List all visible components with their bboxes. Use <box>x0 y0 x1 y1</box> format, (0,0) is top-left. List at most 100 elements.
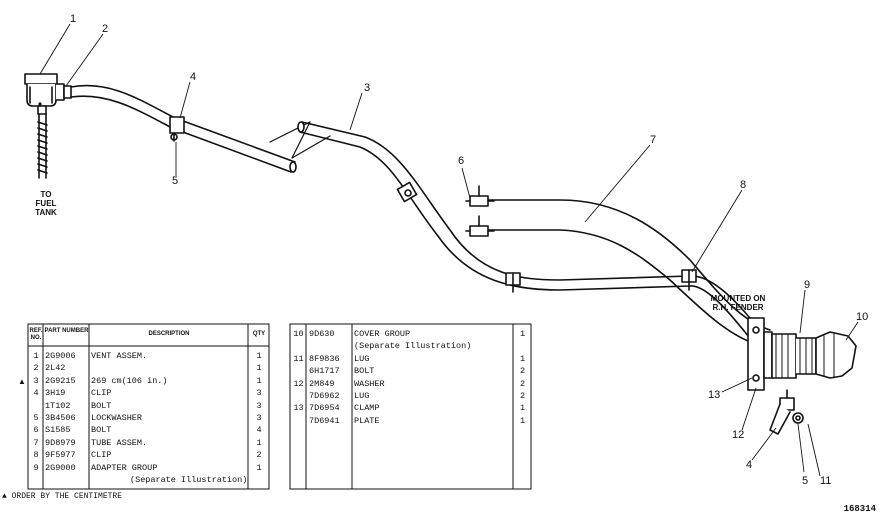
lug-assembly <box>769 389 804 435</box>
callout-10: 10 <box>856 311 869 323</box>
clip-8-right <box>681 269 697 291</box>
row-part-number: 8F9836 <box>309 353 340 364</box>
order-note: ▲ ORDER BY THE CENTIMETRE <box>2 492 123 501</box>
table-header-qty: QTY <box>252 331 266 337</box>
row-description: CLIP <box>91 388 112 399</box>
row-description: COVER GROUP <box>354 329 411 339</box>
row-part-number: 2L42 <box>45 363 66 374</box>
adapter-group <box>747 317 817 391</box>
row-description: BOLT <box>354 366 375 377</box>
row-description: BOLT <box>91 400 112 411</box>
row-part-number: 3H19 <box>45 388 66 399</box>
callout-12: 12 <box>732 429 745 441</box>
row-qty: 1 <box>256 462 262 473</box>
note-mounted-on-fender: MOUNTED ON R.H. FENDER <box>710 294 766 313</box>
row-mark: ▲ <box>18 376 26 386</box>
callout-1: 1 <box>70 13 77 25</box>
cover-group <box>815 331 857 379</box>
row-ref: 6 <box>33 425 39 436</box>
callout-8: 8 <box>740 179 747 191</box>
row-qty: 1 <box>519 329 526 339</box>
row-description: VENT ASSEM. <box>91 351 148 361</box>
row-part-number: 7D6962 <box>309 391 340 401</box>
row-qty: 2 <box>256 450 262 461</box>
row-ref: 13 <box>293 403 304 414</box>
break-mark <box>269 121 331 159</box>
table-header-description: DESCRIPTION <box>148 331 190 337</box>
callout-3: 3 <box>364 82 371 94</box>
callout-6: 6 <box>458 155 465 167</box>
row-ref: 11 <box>293 353 304 364</box>
elbow-fitting <box>55 83 72 101</box>
row-qty: 1 <box>256 375 262 386</box>
row-qty: 3 <box>256 413 262 423</box>
row-qty: 2 <box>519 366 526 377</box>
row-description: 269 cm(106 in.) <box>91 375 168 386</box>
row-qty: 1 <box>256 363 262 374</box>
row-description: ADAPTER GROUP <box>91 462 158 473</box>
row-qty: 1 <box>256 351 262 361</box>
tube-main-section <box>297 121 771 351</box>
vent-assembly <box>24 73 58 179</box>
bolts-upper <box>465 185 495 237</box>
clip-mid <box>396 181 418 203</box>
row-part-number: 2G9215 <box>45 375 76 386</box>
row-ref: 4 <box>33 388 39 399</box>
row-qty: 1 <box>519 403 526 414</box>
row-part-number: 2M849 <box>309 378 335 389</box>
callout-5-lower: 5 <box>802 475 809 487</box>
row-description: LUG <box>354 391 370 401</box>
row-description: PLATE <box>354 415 380 426</box>
callout-4-lower: 4 <box>746 459 753 471</box>
row-part-number: 3B4506 <box>45 413 76 423</box>
row-qty: 3 <box>256 388 262 399</box>
note-to-fuel-tank: TO FUEL TANK <box>35 190 57 218</box>
row-ref: 1 <box>33 351 39 361</box>
row-part-number: 1T102 <box>45 400 71 411</box>
figure-number: 168314 <box>843 504 876 514</box>
row-part-number: 7D6954 <box>309 403 340 414</box>
row-part-number: 9D630 <box>309 329 335 339</box>
row-ref: 5 <box>33 413 39 423</box>
row-part-number: 2G9006 <box>45 351 76 361</box>
row-description: (Separate Illustration) <box>354 341 472 352</box>
row-description: LOCKWASHER <box>91 413 143 423</box>
tube-assembly <box>477 199 771 346</box>
row-ref: 2 <box>33 363 39 374</box>
parts-table-left-frame <box>27 323 270 490</box>
callout-11: 11 <box>820 475 832 487</box>
row-part-number: 9D8979 <box>45 437 76 448</box>
table-header-part: PART NUMBER <box>44 328 89 334</box>
row-description: CLAMP <box>354 403 380 414</box>
row-description: CLIP <box>91 450 112 461</box>
row-part-number: S1585 <box>45 425 71 436</box>
row-description: TUBE ASSEM. <box>91 437 148 448</box>
row-qty: 1 <box>256 437 262 448</box>
row-qty: 1 <box>519 353 526 364</box>
table-header-ref: REF. NO. <box>29 328 43 341</box>
callout-9: 9 <box>804 279 811 291</box>
row-part-number: 9F5977 <box>45 450 76 461</box>
row-qty: 2 <box>519 391 526 401</box>
clip-left <box>169 116 185 142</box>
row-description: LUG <box>354 353 370 364</box>
row-ref: 8 <box>33 450 39 461</box>
callout-13: 13 <box>708 389 721 401</box>
clip-8-left <box>505 272 521 293</box>
left-table-subnote: (Separate Illustration) <box>130 475 248 485</box>
row-part-number: 6H1717 <box>309 366 340 377</box>
parts-table-right-frame <box>289 323 532 490</box>
callout-5: 5 <box>172 175 179 187</box>
row-ref: 9 <box>33 462 39 473</box>
callout-2: 2 <box>102 23 109 35</box>
callout-7: 7 <box>650 134 657 146</box>
row-ref: 7 <box>33 437 39 448</box>
row-ref: 10 <box>293 329 304 339</box>
row-ref: 3 <box>33 375 39 386</box>
row-part-number: 7D6941 <box>309 415 340 426</box>
row-description: BOLT <box>91 425 112 436</box>
callout-4: 4 <box>190 71 197 83</box>
row-qty: 1 <box>519 415 526 426</box>
row-description: WASHER <box>354 378 385 389</box>
